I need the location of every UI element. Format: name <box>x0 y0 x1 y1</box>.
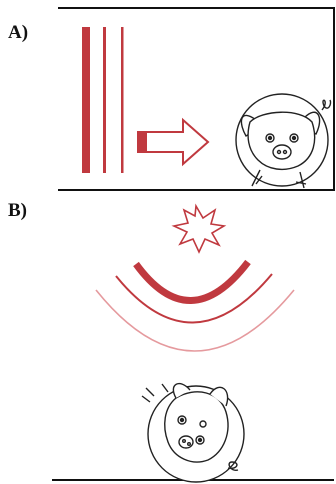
panel-b <box>52 203 334 483</box>
wavefront-thick <box>82 27 90 173</box>
explosion-icon <box>171 203 227 254</box>
wavefront-thin <box>121 27 124 173</box>
plane-wavefronts <box>82 27 124 173</box>
panel-a-frame <box>58 7 335 191</box>
wavefront-medium <box>103 27 106 173</box>
right-arrow-icon <box>137 117 210 167</box>
panel-a <box>58 7 335 191</box>
pig-icon <box>235 93 332 189</box>
panel-b-label: B) <box>8 200 27 221</box>
curved-wavefront-medium <box>115 273 273 324</box>
curved-wavefront-thin <box>95 289 295 352</box>
curved-wavefront-thick <box>133 259 251 304</box>
sound-wave-icon <box>95 259 295 352</box>
pig-icon <box>141 382 245 483</box>
panel-a-label: A) <box>8 22 29 43</box>
